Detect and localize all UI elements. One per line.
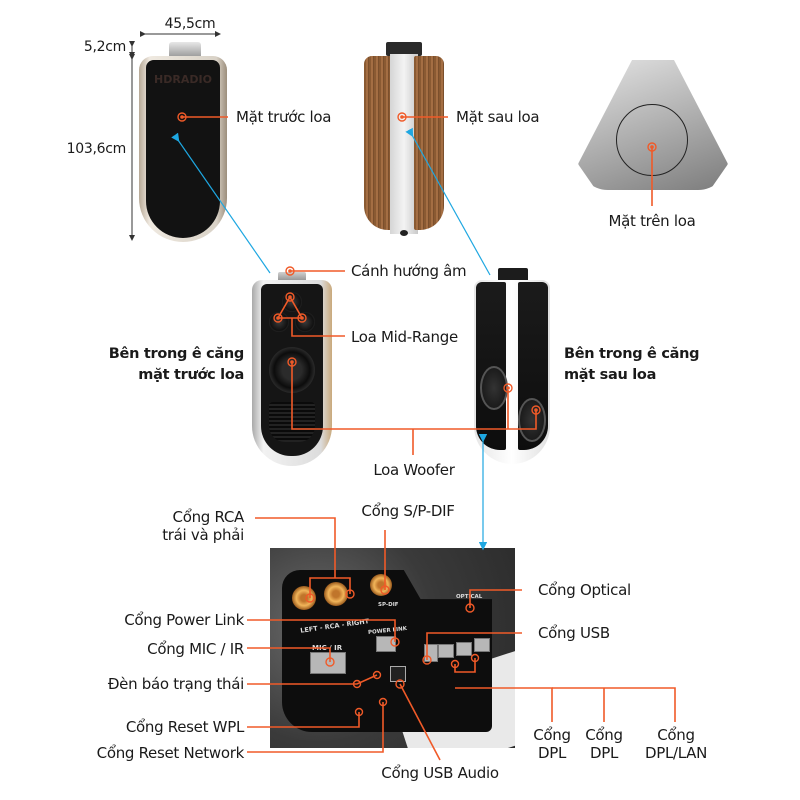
wood-panel-right	[414, 56, 444, 230]
wood-panel-left	[364, 56, 394, 230]
usb-audio-port	[390, 666, 406, 682]
usb-port	[424, 644, 438, 662]
acoustic-lens	[278, 272, 306, 282]
speaker-top-view	[578, 60, 728, 190]
interior-back-title-line1: Bên trong ê căng	[564, 346, 700, 362]
speaker-interior-front	[252, 272, 332, 466]
interior-front-title-line2: mặt trước loa	[138, 367, 244, 383]
watermark: HDRADIO	[154, 73, 212, 86]
connector-panel-photo: LEFT - RCA - RIGHT SP-DIF POWER LINK MIC…	[270, 548, 515, 748]
woofer-driver	[480, 366, 508, 410]
reset-wpl-label: Cổng Reset WPL	[125, 718, 244, 736]
dpl-1-label-line2: DPL	[537, 744, 567, 762]
top-view-label: Mặt trên loa	[608, 212, 696, 230]
mic-ir-label: Cổng MIC / IR	[147, 640, 244, 658]
woofer-label: Loa Woofer	[373, 461, 455, 479]
power-link-label: Cổng Power Link	[124, 611, 244, 629]
speaker-front-view: HDRADIO	[139, 42, 227, 248]
power-link-port	[376, 636, 396, 652]
dpl-lan-port	[474, 638, 490, 652]
cap-height-dimension: 5,2cm	[83, 39, 126, 55]
dpl-lan-label-line1: Cổng	[657, 726, 695, 744]
optical-label: Cổng Optical	[538, 581, 631, 599]
speaker-cap	[169, 42, 201, 57]
speaker-interior-back	[474, 268, 550, 466]
body-height-dimension: 103,6cm	[66, 141, 127, 157]
midrange-driver	[269, 312, 289, 332]
spdif-silkscreen: SP-DIF	[378, 602, 399, 608]
speaker-cap	[386, 42, 422, 56]
usb-label: Cổng USB	[538, 624, 610, 642]
woofer-driver	[269, 347, 315, 393]
status-led-label: Đèn báo trạng thái	[107, 675, 244, 693]
base-hole	[400, 230, 408, 236]
spdif-label: Cổng S/P-DIF	[361, 502, 455, 520]
spdif-jack	[370, 574, 392, 596]
mic-ir-silkscreen: MIC / IR	[312, 644, 343, 652]
midrange-driver	[295, 312, 315, 332]
top-ring	[616, 104, 688, 176]
interior-back-title-line2: mặt sau loa	[564, 367, 657, 383]
dpl-port-1	[438, 644, 454, 658]
width-dimension: 45,5cm	[164, 16, 216, 32]
optical-silkscreen: OPTICAL	[456, 594, 483, 600]
dpl-lan-label-line2: DPL/LAN	[644, 744, 708, 762]
midrange-driver	[282, 292, 302, 312]
woofer-driver	[518, 398, 546, 442]
interior-front-title-line1: Bên trong ê căng	[108, 346, 245, 362]
dpl-port-2	[456, 642, 472, 656]
speaker-back-view	[364, 42, 444, 242]
rca-label-line2: trái và phải	[162, 526, 244, 544]
midrange-label: Loa Mid-Range	[351, 328, 458, 346]
reset-network-label: Cổng Reset Network	[96, 744, 245, 762]
front-view-label: Mặt trước loa	[236, 108, 332, 126]
vent-grille	[269, 402, 315, 442]
back-view-label: Mặt sau loa	[456, 108, 540, 126]
rca-left-jack	[292, 586, 316, 610]
dpl-2-label-line2: DPL	[589, 744, 619, 762]
rca-label-line1: Cổng RCA	[172, 508, 245, 526]
rca-right-jack	[324, 582, 348, 606]
speaker-grille	[146, 60, 220, 238]
dpl-2-label-line1: Cổng	[585, 726, 623, 744]
acoustic-lens-label: Cánh hướng âm	[351, 262, 467, 280]
dpl-1-label-line1: Cổng	[533, 726, 571, 744]
mic-ir-port	[310, 652, 346, 674]
usb-audio-label: Cổng USB Audio	[381, 764, 499, 782]
speaker-cap	[498, 268, 528, 282]
